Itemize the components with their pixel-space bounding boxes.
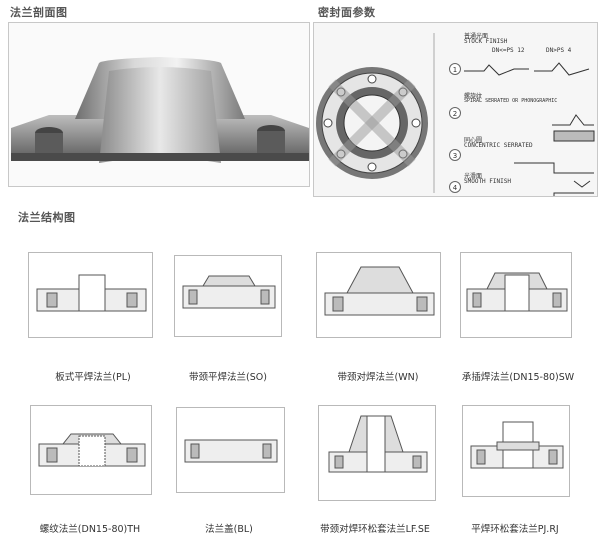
sealing-item-4-number: 4 <box>449 181 461 193</box>
sw-flange-drawing <box>466 272 568 312</box>
flange-face-diagram <box>316 33 595 196</box>
flange-caption-bl: 法兰盖(BL) <box>205 524 253 535</box>
flange-3d-cutaway <box>11 57 309 163</box>
flange-thumb-pl <box>28 252 153 338</box>
sealing-item-1-note-a: DN<=PS 12 <box>492 47 525 54</box>
sealing-item-1-en: STOCK FINISH <box>464 38 508 45</box>
flange-thumb-pj <box>462 405 570 497</box>
sealing-item-2-cn: 螺旋纹 <box>464 93 483 100</box>
sealing-surface-panel: 1 普通光面 STOCK FINISH DN<=PS 12 DN>PS 4 2 … <box>313 22 598 197</box>
sealing-item-2-number: 2 <box>449 107 461 119</box>
section-title-sealing: 密封面参数 <box>318 6 376 19</box>
flange-caption-wn: 带颈对焊法兰(WN) <box>337 372 419 383</box>
flange-caption-pl: 板式平焊法兰(PL) <box>55 372 131 383</box>
flange-thumb-lf <box>318 405 436 501</box>
th-flange-drawing <box>38 433 146 467</box>
sealing-item-1-number: 1 <box>449 63 461 75</box>
lf-flange-drawing <box>328 415 428 473</box>
flange-caption-th: 螺纹法兰(DN15-80)TH <box>39 524 141 535</box>
pj-flange-drawing <box>470 421 564 469</box>
sealing-item-3-number: 3 <box>449 149 461 161</box>
flange-caption-lf: 带颈对焊环松套法兰LF.SE <box>320 524 430 535</box>
sealing-item-1-note-b: DN>PS 4 <box>546 47 572 54</box>
flange-section-image <box>8 22 310 187</box>
flange-thumb-th <box>30 405 152 495</box>
sealing-item-3-en: CONCENTRIC SERRATED <box>464 142 533 149</box>
sealing-item-4-en: SMOOTH FINISH <box>464 178 511 185</box>
sealing-item-4-cn: 光滑面 <box>464 173 483 180</box>
flange-caption-sw: 承插焊法兰(DN15-80)SW <box>461 372 575 383</box>
bl-flange-drawing <box>184 439 278 463</box>
section-title-profile: 法兰剖面图 <box>10 6 68 19</box>
pl-flange-drawing <box>36 274 147 312</box>
section-title-structure: 法兰结构图 <box>18 211 76 224</box>
flange-thumb-wn <box>316 252 441 338</box>
wn-flange-drawing <box>324 266 435 316</box>
sealing-item-2-en: SPIRAL SERRATED OR PHONOGRAPHIC <box>464 98 558 104</box>
flange-caption-pj: 平焊环松套法兰PJ.RJ <box>471 524 559 535</box>
flange-thumb-bl <box>176 407 285 493</box>
flange-thumb-so <box>174 255 282 337</box>
so-flange-drawing <box>182 275 276 309</box>
flange-thumb-sw <box>460 252 572 338</box>
flange-caption-so: 带颈平焊法兰(SO) <box>189 372 267 383</box>
sealing-item-1-cn: 普通光面 <box>464 33 489 40</box>
sealing-item-3-cn: 同心圆 <box>464 137 483 144</box>
